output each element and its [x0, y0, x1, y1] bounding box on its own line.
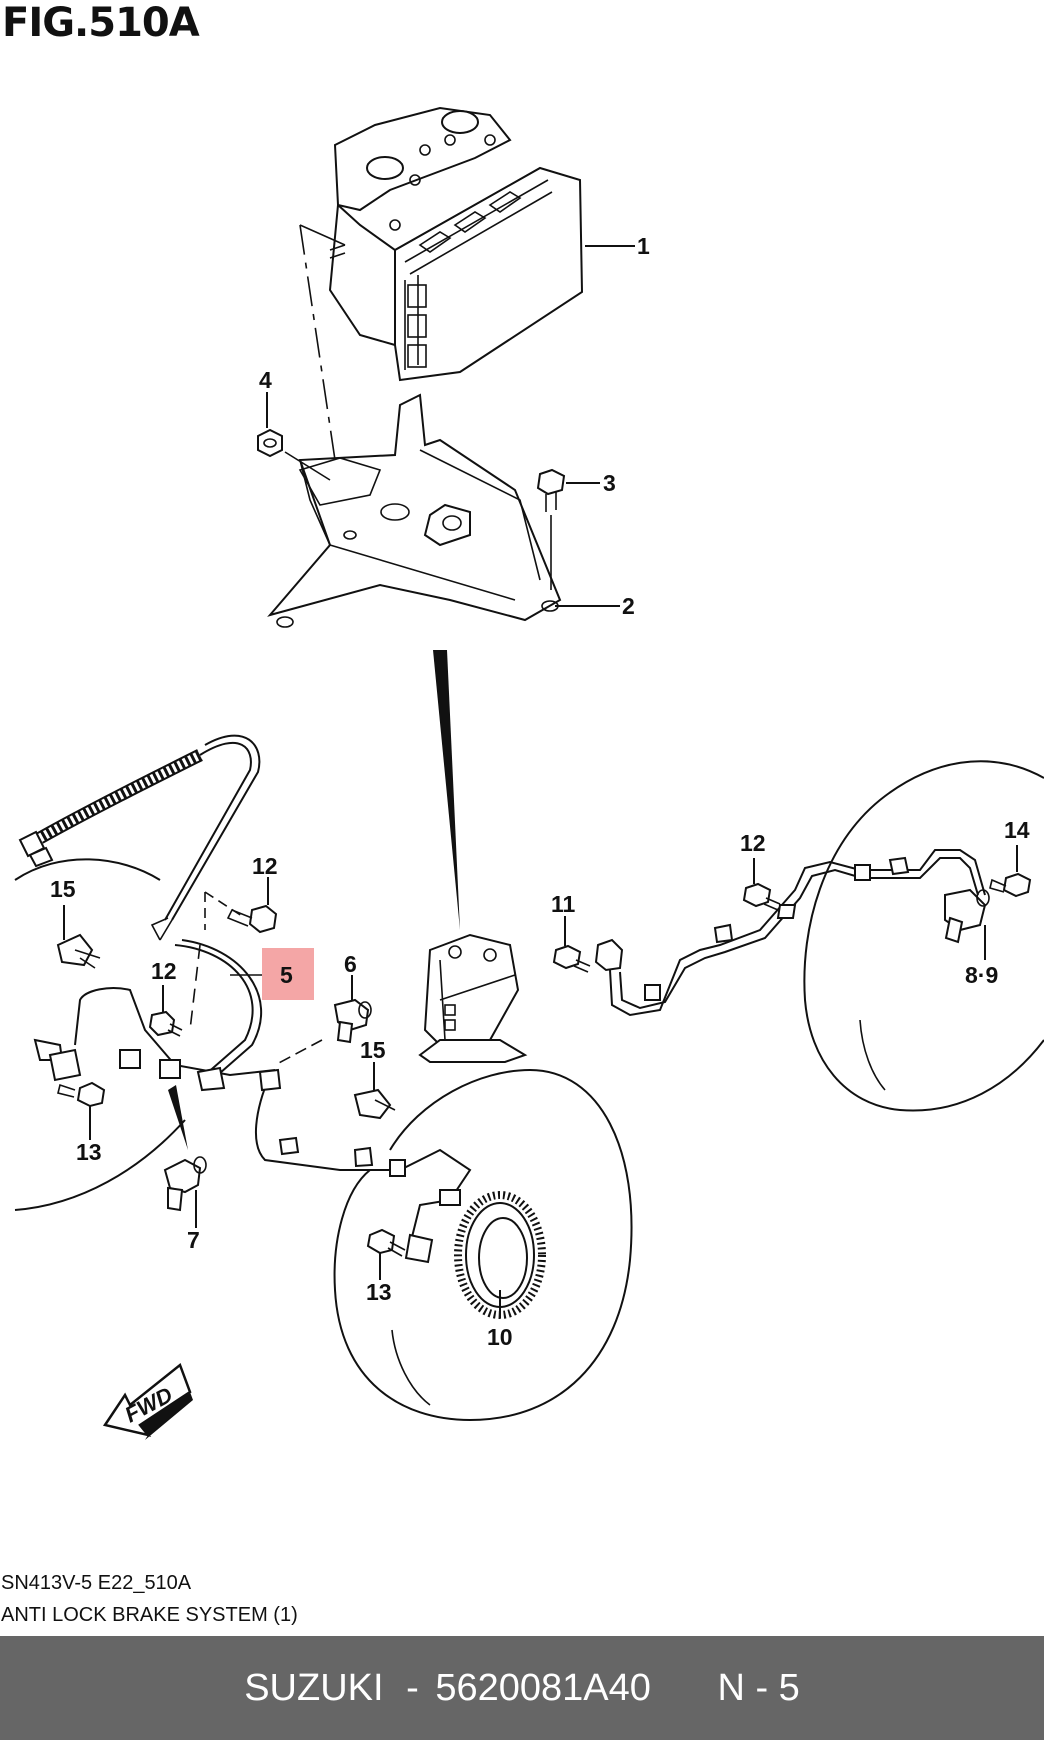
rear-wheel-right: [803, 760, 1044, 1112]
tone-ring: [454, 1191, 546, 1319]
footer-brand: SUZUKI: [244, 1667, 384, 1709]
abs-bracket: [267, 393, 620, 628]
footer-text: SUZUKI - 5620081A40 N - 5: [0, 1636, 1044, 1740]
callout-12-right: 12: [740, 830, 766, 856]
nut-part: [257, 392, 331, 481]
abs-hydraulic-unit: [328, 106, 635, 382]
callout-15-left: 15: [50, 876, 76, 902]
callout-13-left: 13: [76, 1139, 102, 1165]
clip-15-mid: [353, 1062, 396, 1120]
callout-3: 3: [603, 470, 616, 496]
figure-code: SN413V-5 E22_510A: [1, 1572, 192, 1594]
clip-15-left: [56, 905, 101, 969]
footer-page: N - 5: [717, 1667, 800, 1709]
bolt-11: [552, 916, 591, 973]
bolt-13-left: [57, 1081, 106, 1140]
callout-12-mid: 12: [151, 958, 177, 984]
wheel-sensor-harness: [18, 734, 472, 1264]
bolt-part: [536, 468, 600, 590]
figure-name: ANTI LOCK BRAKE SYSTEM (1): [1, 1604, 298, 1626]
footer-separator: -: [406, 1667, 419, 1709]
callout-5-highlight: [262, 948, 314, 1000]
callout-8-9: 8·9: [965, 962, 998, 988]
callout-13-lower: 13: [366, 1279, 392, 1305]
callout-14: 14: [1004, 817, 1030, 843]
figure-title: FIG.510A: [2, 0, 200, 46]
bolt-14: [989, 845, 1032, 898]
callout-11: 11: [551, 891, 576, 917]
sensor-7: [163, 1156, 207, 1228]
callout-1: 1: [637, 233, 650, 259]
callout-10: 10: [487, 1324, 513, 1350]
callout-2: 2: [622, 593, 635, 619]
callout-7: 7: [187, 1227, 200, 1253]
callout-4: 4: [259, 367, 272, 393]
footer-bar: SUZUKI - 5620081A40 N - 5: [0, 1636, 1044, 1740]
callout-12-left: 12: [252, 853, 278, 879]
parts-diagram: FWD 1 2 3 4 5: [14, 106, 1044, 1440]
fwd-arrow-icon: FWD: [102, 1362, 193, 1440]
callout-5: 5: [280, 962, 293, 988]
left-wheel-outline: [14, 858, 186, 1211]
callout-15-mid: 15: [360, 1037, 386, 1063]
rear-harness-right: [594, 849, 990, 1017]
callout-6: 6: [344, 951, 357, 977]
bolt-12-mid: [148, 985, 183, 1037]
front-wheel-outline: [333, 1068, 633, 1422]
bolt-12-left: [226, 877, 278, 934]
footer-part-number: 5620081A40: [435, 1667, 651, 1709]
bolt-12-right: [742, 858, 781, 911]
sensor-6: [274, 975, 372, 1066]
abs-unit-assembled: [418, 933, 528, 1063]
bolt-13-lower: [366, 1228, 406, 1280]
